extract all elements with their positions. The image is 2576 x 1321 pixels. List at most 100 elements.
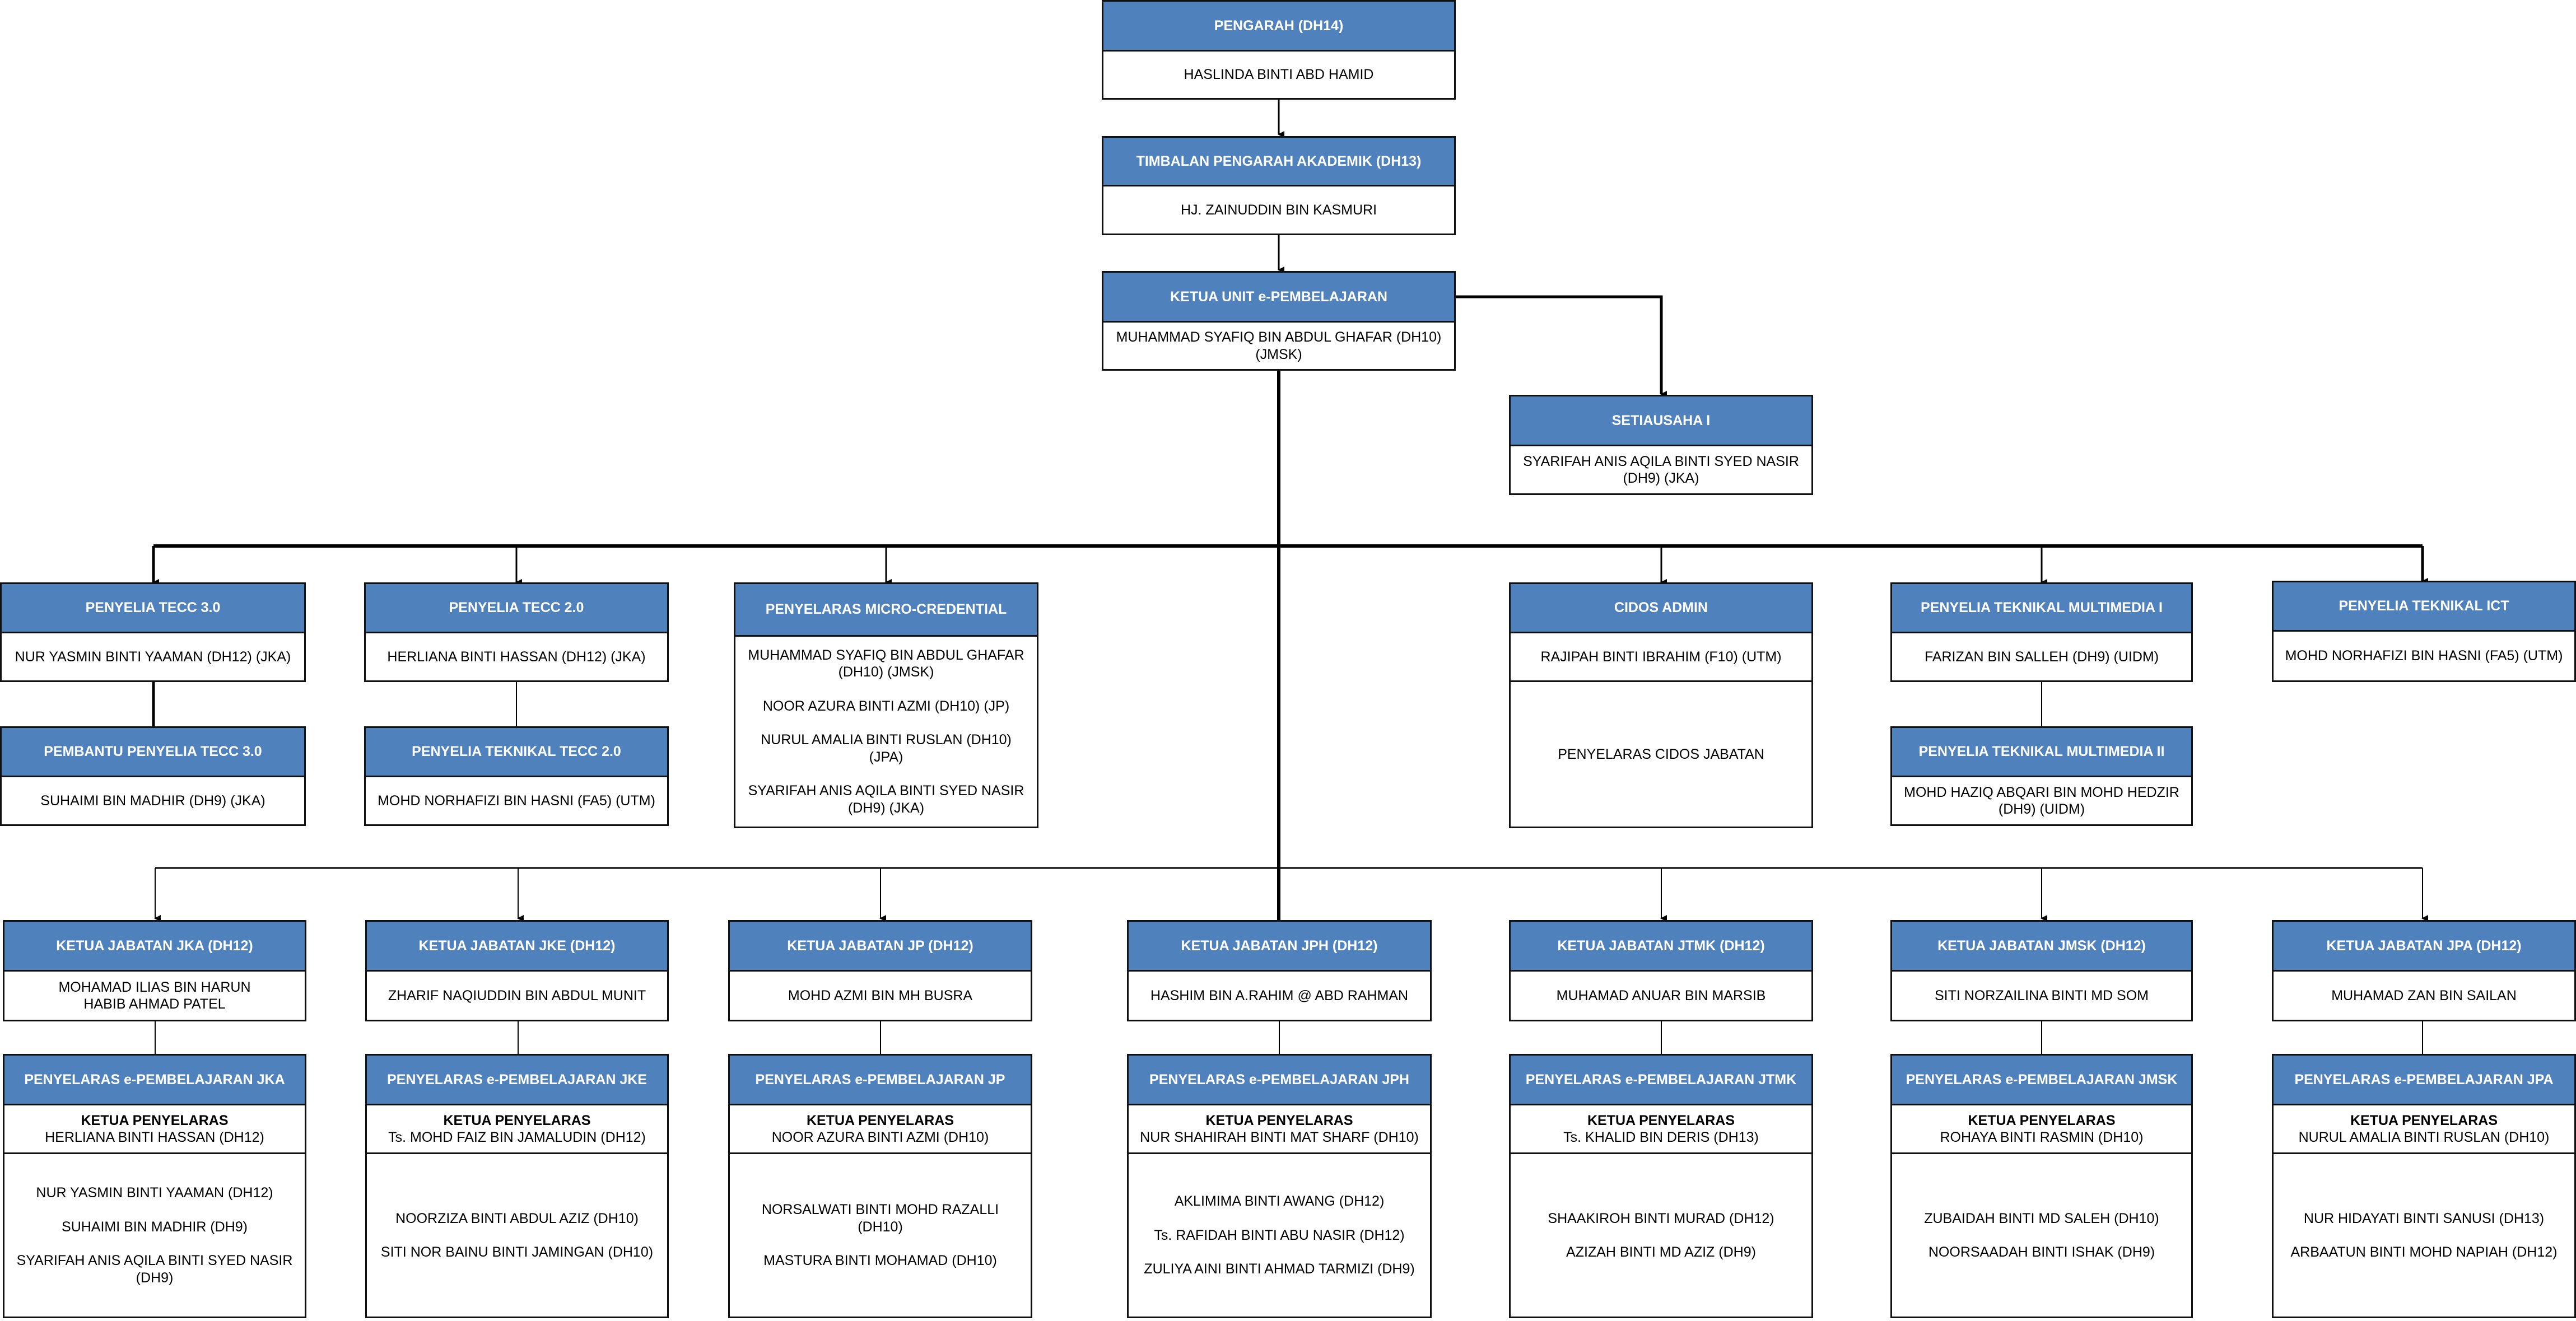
setiausaha-name: SYARIFAH ANIS AQILA BINTI SYED NASIR (DH… [1509, 445, 1813, 495]
person-line: (JPA) [869, 749, 903, 765]
name-line: ZHARIF NAQIUDDIN BIN ABDUL MUNIT [388, 987, 646, 1003]
person-line: MUHAMMAD SYAFIQ BIN ABDUL GHAFAR [748, 647, 1024, 663]
lead-label: KETUA PENYELARAS [1587, 1112, 1735, 1128]
name-line: HJ. ZAINUDDIN BIN KASMURI [1180, 202, 1377, 218]
name-line: HASLINDA BINTI ABD HAMID [1184, 67, 1374, 83]
cidos-admin-name: RAJIPAH BINTI IBRAHIM (F10) (UTM) [1509, 632, 1813, 682]
name-line: MOHD NORHAFIZI BIN HASNI (FA5) (UTM) [2285, 648, 2563, 664]
department-head-name: MOHAMAD ILIAS BIN HARUN HABIB AHMAD PATE… [3, 970, 306, 1021]
micro-credential-people: MUHAMMAD SYAFIQ BIN ABDUL GHAFAR (DH10) … [734, 635, 1038, 828]
member-line: ZULIYA AINI BINTI AHMAD TARMIZI (DH9) [1144, 1261, 1415, 1277]
lead-coordinator: KETUA PENYELARAS Ts. MOHD FAIZ BIN JAMAL… [365, 1104, 669, 1154]
coordinator-title: PENYELARAS e-PEMBELAJARAN JKE [365, 1054, 669, 1105]
lead-name: Ts. MOHD FAIZ BIN JAMALUDIN (DH12) [388, 1129, 646, 1145]
connector-setiausaha [1455, 295, 1667, 398]
lead-coordinator: KETUA PENYELARAS HERLIANA BINTI HASSAN (… [3, 1104, 306, 1154]
member-line: NUR HIDAYATI BINTI SANUSI (DH13) [2303, 1210, 2545, 1226]
coordinator-title: PENYELARAS e-PEMBELAJARAN JKA [3, 1054, 306, 1105]
name-line: HERLIANA BINTI HASSAN (DH12) (JKA) [387, 648, 646, 665]
coordinator-title: PENYELARAS e-PEMBELAJARAN JPH [1127, 1054, 1432, 1105]
name-line: MOHD AZMI BIN MH BUSRA [788, 987, 973, 1003]
penyelia-tecc2-name: HERLIANA BINTI HASSAN (DH12) (JKA) [364, 632, 669, 682]
department-head-name: HASHIM BIN A.RAHIM @ ABD RAHMAN [1127, 970, 1432, 1021]
coordinator-members: AKLIMIMA BINTI AWANG (DH12) Ts. RAFIDAH … [1127, 1152, 1432, 1318]
name-line: MUHAMAD ZAN BIN SAILAN [2331, 987, 2517, 1003]
lead-label: KETUA PENYELARAS [2350, 1112, 2498, 1128]
penyelia-teknikal-tecc2-title: PENYELIA TEKNIKAL TECC 2.0 [364, 726, 669, 777]
name-line: (JMSK) [1255, 346, 1302, 362]
lead-label: KETUA PENYELARAS [1205, 1112, 1353, 1128]
multimedia-i-title: PENYELIA TEKNIKAL MULTIMEDIA I [1890, 582, 2193, 633]
member-line: MASTURA BINTI MOHAMAD (DH10) [763, 1253, 997, 1269]
lead-name: HERLIANA BINTI HASSAN (DH12) [45, 1129, 264, 1145]
member-line: NOORSAADAH BINTI ISHAK (DH9) [1928, 1244, 2155, 1260]
coordinator-members: NUR YASMIN BINTI YAAMAN (DH12) SUHAIMI B… [3, 1152, 306, 1318]
penyelia-tecc3-title: PENYELIA TECC 3.0 [0, 582, 306, 633]
member-line: NOORZIZA BINTI ABDUL AZIZ (DH10) [395, 1210, 639, 1226]
lead-coordinator: KETUA PENYELARAS NOOR AZURA BINTI AZMI (… [728, 1104, 1032, 1154]
name-line: FARIZAN BIN SALLEH (DH9) (UIDM) [1924, 648, 2159, 665]
coordinator-title: PENYELARAS e-PEMBELAJARAN JP [728, 1054, 1032, 1105]
name-line: MUHAMAD ANUAR BIN MARSIB [1556, 987, 1766, 1003]
coordinator-title: PENYELARAS e-PEMBELAJARAN JMSK [1890, 1054, 2193, 1105]
department-head-name: SITI NORZAILINA BINTI MD SOM [1890, 970, 2193, 1021]
department-head-name: MUHAMAD ZAN BIN SAILAN [2272, 970, 2576, 1021]
department-head-title: KETUA JABATAN JKA (DH12) [3, 920, 306, 972]
coordinator-members: ZUBAIDAH BINTI MD SALEH (DH10) NOORSAADA… [1890, 1152, 2193, 1318]
department-head-title: KETUA JABATAN JMSK (DH12) [1890, 920, 2193, 972]
department-head-name: ZHARIF NAQIUDDIN BIN ABDUL MUNIT [365, 970, 669, 1021]
lead-name: NUR SHAHIRAH BINTI MAT SHARF (DH10) [1140, 1129, 1419, 1145]
lead-name: NOOR AZURA BINTI AZMI (DH10) [771, 1129, 989, 1145]
member-line: AKLIMIMA BINTI AWANG (DH12) [1174, 1193, 1385, 1210]
coordinator-title: PENYELARAS e-PEMBELAJARAN JPA [2272, 1054, 2576, 1105]
lead-name: Ts. KHALID BIN DERIS (DH13) [1563, 1129, 1759, 1145]
member-line: SHAAKIROH BINTI MURAD (DH12) [1548, 1210, 1774, 1226]
ict-title: PENYELIA TEKNIKAL ICT [2272, 581, 2576, 632]
name-line: PENYELARAS CIDOS JABATAN [1558, 746, 1764, 762]
member-line: ARBAATUN BINTI MOHD NAPIAH (DH12) [2290, 1244, 2558, 1260]
coordinator-members: NUR HIDAYATI BINTI SANUSI (DH13) ARBAATU… [2272, 1152, 2576, 1318]
department-head-title: KETUA JABATAN JP (DH12) [728, 920, 1032, 972]
name-line: SUHAIMI BIN MADHIR (DH9) (JKA) [40, 792, 265, 809]
person-line: (DH9) (JKA) [847, 800, 925, 816]
department-head-title: KETUA JABATAN JKE (DH12) [365, 920, 669, 972]
name-line: MOHAMAD ILIAS BIN HARUN [58, 979, 251, 995]
department-head-title: KETUA JABATAN JPA (DH12) [2272, 920, 2576, 972]
lead-label: KETUA PENYELARAS [807, 1112, 954, 1128]
lead-coordinator: KETUA PENYELARAS Ts. KHALID BIN DERIS (D… [1509, 1104, 1813, 1154]
pengarah-title: PENGARAH (DH14) [1102, 0, 1456, 52]
pembantu-penyelia-tecc3-name: SUHAIMI BIN MADHIR (DH9) (JKA) [0, 776, 306, 826]
penyelia-teknikal-tecc2-name: MOHD NORHAFIZI BIN HASNI (FA5) (UTM) [364, 776, 669, 826]
coordinator-members: NORSALWATI BINTI MOHD RAZALLI (DH10) MAS… [728, 1152, 1032, 1318]
member-line: (DH10) [858, 1219, 903, 1235]
timbalan-pengarah-title: TIMBALAN PENGARAH AKADEMIK (DH13) [1102, 136, 1456, 186]
person-line: NURUL AMALIA BINTI RUSLAN (DH10) [761, 732, 1012, 748]
member-line: NORSALWATI BINTI MOHD RAZALLI [761, 1202, 999, 1218]
department-head-title: KETUA JABATAN JPH (DH12) [1127, 920, 1432, 972]
member-line: ZUBAIDAH BINTI MD SALEH (DH10) [1924, 1210, 2159, 1226]
ict-name: MOHD NORHAFIZI BIN HASNI (FA5) (UTM) [2272, 630, 2576, 682]
member-line: SITI NOR BAINU BINTI JAMINGAN (DH10) [380, 1244, 654, 1260]
pengarah-name: HASLINDA BINTI ABD HAMID [1102, 50, 1456, 100]
name-line: SITI NORZAILINA BINTI MD SOM [1935, 987, 2149, 1003]
penyelia-tecc3-name: NUR YASMIN BINTI YAAMAN (DH12) (JKA) [0, 632, 306, 682]
penyelia-tecc2-title: PENYELIA TECC 2.0 [364, 582, 669, 633]
name-line: NUR YASMIN BINTI YAAMAN (DH12) (JKA) [15, 648, 291, 665]
lead-coordinator: KETUA PENYELARAS ROHAYA BINTI RASMIN (DH… [1890, 1104, 2193, 1154]
name-line: HASHIM BIN A.RAHIM @ ABD RAHMAN [1150, 987, 1409, 1003]
lead-label: KETUA PENYELARAS [81, 1112, 229, 1128]
member-line: AZIZAH BINTI MD AZIZ (DH9) [1566, 1244, 1756, 1260]
member-line: SUHAIMI BIN MADHIR (DH9) [62, 1219, 248, 1235]
pembantu-penyelia-tecc3-title: PEMBANTU PENYELIA TECC 3.0 [0, 726, 306, 777]
person-line: NOOR AZURA BINTI AZMI (DH10) (JP) [762, 698, 1010, 714]
name-line: MOHD HAZIQ ABQARI BIN MOHD HEDZIR [1904, 784, 2179, 800]
coordinator-members: SHAAKIROH BINTI MURAD (DH12) AZIZAH BINT… [1509, 1152, 1813, 1318]
lead-label: KETUA PENYELARAS [443, 1112, 591, 1128]
name-line: (DH9) (UIDM) [1998, 801, 2085, 817]
setiausaha-title: SETIAUSAHA I [1509, 395, 1813, 446]
ketua-unit-name: MUHAMMAD SYAFIQ BIN ABDUL GHAFAR (DH10) … [1102, 321, 1456, 371]
member-line: Ts. RAFIDAH BINTI ABU NASIR (DH12) [1154, 1227, 1405, 1243]
name-line: MOHD NORHAFIZI BIN HASNI (FA5) (UTM) [378, 792, 655, 809]
lead-coordinator: KETUA PENYELARAS NUR SHAHIRAH BINTI MAT … [1127, 1104, 1432, 1154]
department-head-name: MOHD AZMI BIN MH BUSRA [728, 970, 1032, 1021]
